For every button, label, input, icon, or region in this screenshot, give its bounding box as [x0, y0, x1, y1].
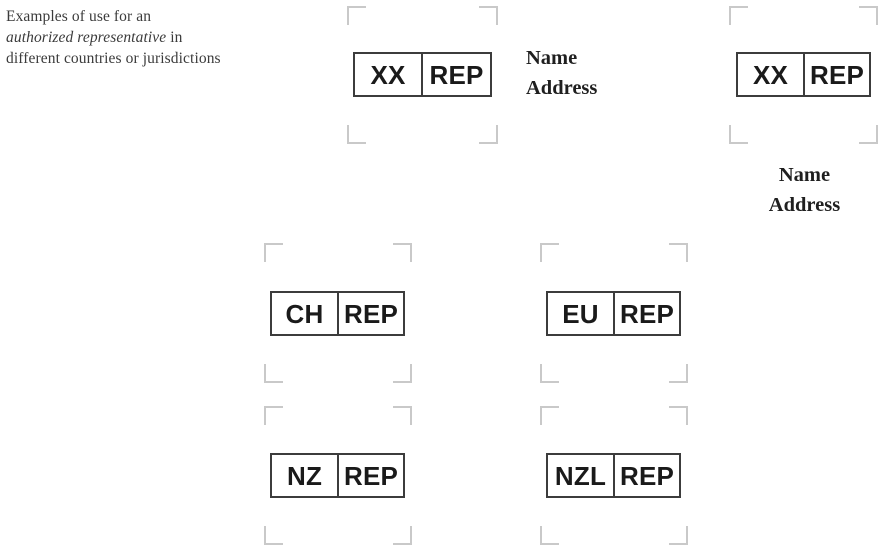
crop-mark-tr-icon — [479, 6, 498, 25]
crop-mark-bl-icon — [540, 526, 559, 545]
label-name: Name — [778, 164, 831, 186]
crop-mark-tr-icon — [393, 243, 412, 262]
crop-mark-tl-icon — [540, 243, 559, 262]
country-code-cell: XX — [355, 54, 423, 95]
crop-mark-br-icon — [393, 526, 412, 545]
crop-mark-tr-icon — [669, 406, 688, 425]
crop-mark-bl-icon — [729, 125, 748, 144]
description-emphasis-representative: representative — [77, 29, 167, 47]
country-code-cell: NZL — [548, 455, 615, 496]
crop-mark-tl-icon — [729, 6, 748, 25]
crop-mark-br-icon — [669, 364, 688, 383]
crop-mark-bl-icon — [347, 125, 366, 144]
rep-text-cell: REP — [429, 59, 484, 90]
country-code-cell: NZ — [272, 455, 339, 496]
crop-mark-bl-icon — [540, 364, 559, 383]
crop-mark-br-icon — [669, 526, 688, 545]
crop-mark-tr-icon — [393, 406, 412, 425]
description-emphasis-authorized: authorized — [6, 29, 74, 47]
rep-text-cell: REP — [343, 298, 399, 329]
crop-mark-bl-icon — [264, 526, 283, 545]
rep-text-cell: REP — [343, 460, 399, 491]
rep-text-cell: REP — [619, 298, 675, 329]
crop-mark-tr-icon — [669, 243, 688, 262]
description-line-2-prefix: an — [136, 8, 152, 25]
crop-mark-br-icon — [859, 125, 878, 144]
crop-mark-bl-icon — [264, 364, 283, 383]
crop-mark-tl-icon — [264, 243, 283, 262]
label-address: Address — [768, 194, 841, 216]
crop-mark-tl-icon — [540, 406, 559, 425]
crop-mark-tl-icon — [264, 406, 283, 425]
description-line-1: Examples of use for — [6, 8, 133, 25]
country-code-cell: XX — [738, 54, 805, 95]
label-address: Address — [526, 77, 598, 99]
description-paragraph: Examples of use for an authorized repres… — [6, 6, 221, 70]
description-line-4: different countries — [6, 50, 122, 68]
country-code-cell: EU — [548, 293, 615, 334]
rep-text-cell: REP — [809, 59, 865, 90]
rep-text-cell: REP — [619, 460, 675, 491]
label-name: Name — [526, 47, 578, 69]
crop-mark-tr-icon — [859, 6, 878, 25]
crop-mark-br-icon — [479, 125, 498, 144]
country-code-cell: CH — [272, 293, 339, 334]
description-line-3-suffix: in — [166, 29, 183, 47]
crop-mark-tl-icon — [347, 6, 366, 25]
crop-mark-br-icon — [393, 364, 412, 383]
description-line-5: or jurisdictions — [125, 50, 221, 68]
